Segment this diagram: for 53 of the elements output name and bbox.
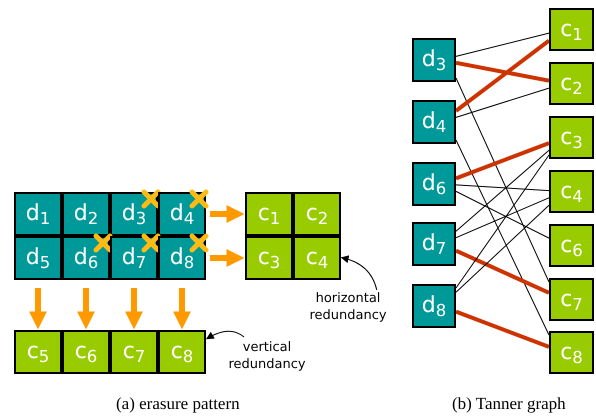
connector-line <box>456 150 550 232</box>
data-block: d$_{7}$ <box>412 222 456 266</box>
annotation-text: vertical redundancy <box>226 339 308 375</box>
data-block: d$_{3}$ <box>412 38 456 82</box>
connector-line <box>455 310 550 349</box>
data-block: d$_{4}$ <box>412 100 456 144</box>
connector-line <box>456 184 550 192</box>
arrow <box>125 288 143 330</box>
connector-line <box>456 60 550 83</box>
data-block: d$_{2}$ <box>62 192 110 236</box>
arrow <box>77 288 95 330</box>
connector-line <box>456 78 550 282</box>
data-block: d$_{5}$ <box>14 236 62 280</box>
connector-line <box>456 88 550 118</box>
data-block: d$_{6}$ <box>62 236 110 280</box>
caption: (a) erasure pattern <box>116 393 240 415</box>
parity-block: c$_{2}$ <box>549 62 594 105</box>
arrow <box>173 288 191 330</box>
annotation-text: horizontal redundancy <box>300 290 396 326</box>
parity-block: c$_{1}$ <box>245 192 293 236</box>
arrow <box>29 288 47 330</box>
parity-block: c$_{7}$ <box>110 330 158 374</box>
parity-block: c$_{7}$ <box>549 278 594 321</box>
data-block: d$_{3}$ <box>110 192 158 236</box>
parity-block: c$_{4}$ <box>549 170 594 213</box>
parity-block: c$_{1}$ <box>549 8 594 51</box>
arrow <box>210 205 244 223</box>
leader-arrow <box>206 330 244 340</box>
connector-line <box>456 154 550 288</box>
data-block: d$_{4}$ <box>158 192 206 236</box>
data-block: d$_{8}$ <box>412 284 456 328</box>
data-block: d$_{6}$ <box>412 162 456 206</box>
connector-line <box>456 32 550 57</box>
parity-block: c$_{8}$ <box>549 331 594 374</box>
connector-line <box>455 248 550 295</box>
parity-block: c$_{8}$ <box>158 330 206 374</box>
parity-block: c$_{3}$ <box>245 236 293 280</box>
connector-line <box>456 204 550 293</box>
leader-arrow <box>340 256 378 290</box>
connector-line <box>455 141 550 180</box>
connector-line <box>454 39 550 112</box>
parity-block: c$_{3}$ <box>549 116 594 159</box>
data-block: d$_{7}$ <box>110 236 158 280</box>
connector-line <box>456 140 550 336</box>
parity-block: c$_{5}$ <box>14 330 62 374</box>
arrow <box>210 249 244 267</box>
caption: (b) Tanner graph <box>452 393 566 415</box>
parity-block: c$_{6}$ <box>62 330 110 374</box>
parity-block: c$_{4}$ <box>293 236 341 280</box>
data-block: d$_{8}$ <box>158 236 206 280</box>
parity-block: c$_{6}$ <box>549 224 594 267</box>
data-block: d$_{1}$ <box>14 192 62 236</box>
parity-block: c$_{2}$ <box>293 192 341 236</box>
